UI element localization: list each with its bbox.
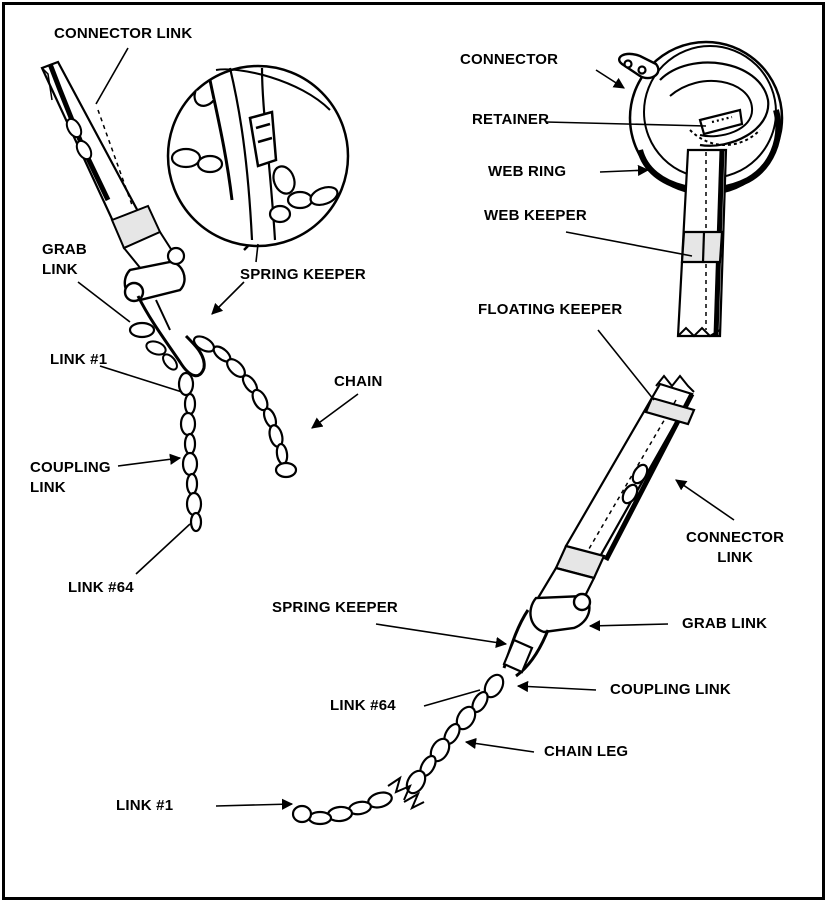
leader-retainer <box>546 122 706 126</box>
leader-grab-link-top <box>78 282 130 322</box>
leader-spring-keeper-top <box>212 282 244 314</box>
leader-connector-link-right <box>676 480 734 520</box>
label-retainer: RETAINER <box>472 110 549 130</box>
label-connector-link-right: CONNECTOR LINK <box>686 528 784 568</box>
label-coupling-link-right: COUPLING LINK <box>610 680 731 700</box>
leader-connector-link-top <box>96 48 128 104</box>
label-floating-keeper: FLOATING KEEPER <box>478 300 622 320</box>
label-link-1-bottom: LINK #1 <box>116 796 173 816</box>
leader-spring-keeper-bottom <box>376 624 506 644</box>
leader-web-ring <box>600 170 648 172</box>
label-link-64-top: LINK #64 <box>68 578 134 598</box>
leader-grab-link-right <box>590 624 668 626</box>
leader-coupling-link-right <box>518 686 596 690</box>
leader-coupling-link-top <box>118 458 180 466</box>
leader-web-keeper <box>566 232 692 256</box>
label-chain: CHAIN <box>334 372 383 392</box>
leader-chain-leg <box>466 742 534 752</box>
leader-link-64-bottom <box>424 690 480 706</box>
leader-floating-keeper <box>598 330 654 400</box>
label-connector: CONNECTOR <box>460 50 558 70</box>
detail-magnifier <box>168 66 348 250</box>
label-web-keeper: WEB KEEPER <box>484 206 587 226</box>
leader-chain <box>312 394 358 428</box>
leader-link-1-top <box>100 366 182 392</box>
label-coupling-link-top: COUPLING LINK <box>30 458 111 498</box>
label-link-1-top: LINK #1 <box>50 350 107 370</box>
label-spring-keeper-top: SPRING KEEPER <box>240 265 366 285</box>
label-spring-keeper-bottom: SPRING KEEPER <box>272 598 398 618</box>
label-connector-link-top: CONNECTOR LINK <box>54 24 192 44</box>
web-ring-assembly <box>618 30 794 336</box>
label-link-64-bottom: LINK #64 <box>330 696 396 716</box>
leader-link-1-bottom <box>216 804 292 806</box>
leader-connector <box>596 70 624 88</box>
leader-link-64-top <box>136 524 190 574</box>
label-web-ring: WEB RING <box>488 162 566 182</box>
label-grab-link-right: GRAB LINK <box>682 614 767 634</box>
label-grab-link-top: GRAB LINK <box>42 240 87 280</box>
label-chain-leg: CHAIN LEG <box>544 742 628 762</box>
